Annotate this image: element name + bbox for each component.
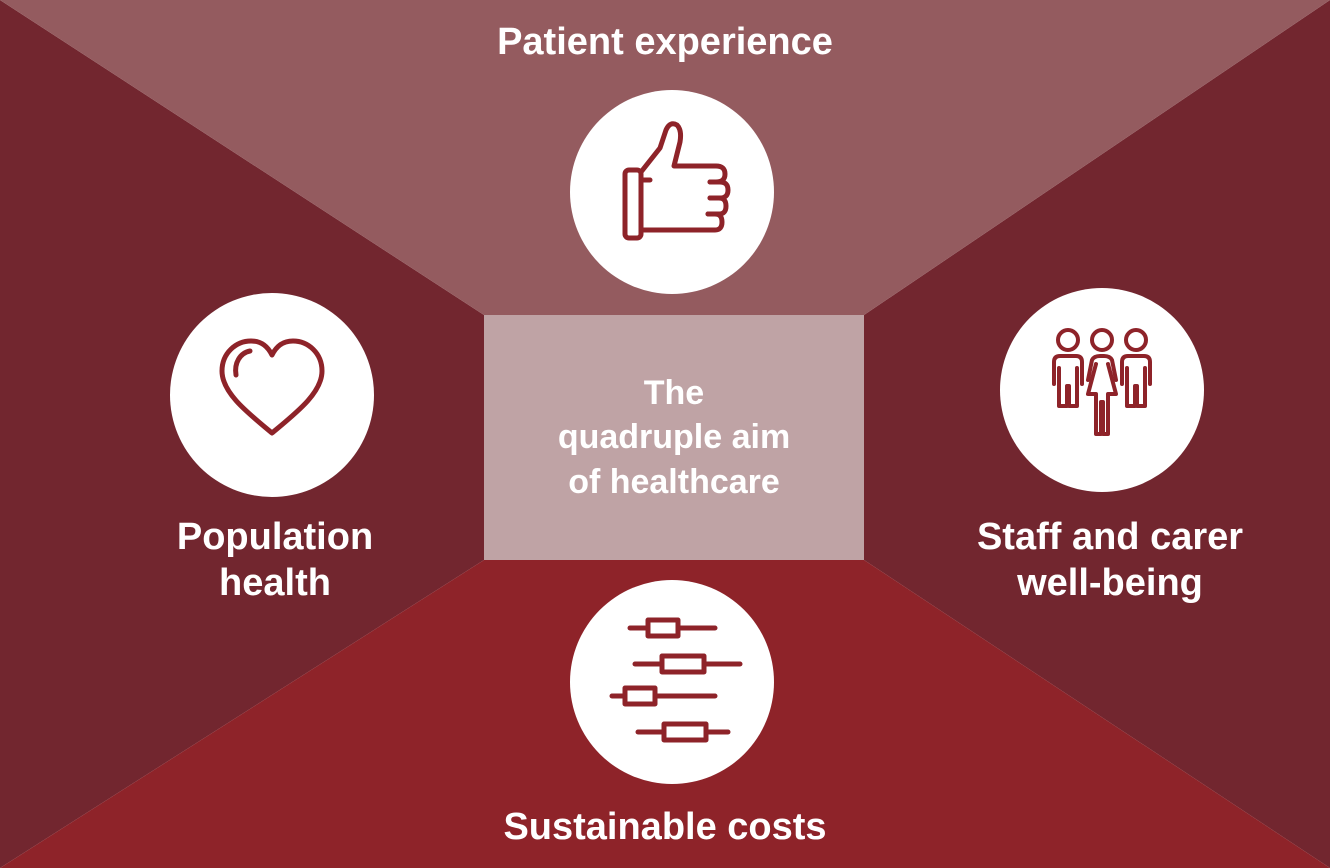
patient-experience-text: Patient experience	[497, 21, 833, 63]
sustainable-costs-text: Sustainable costs	[503, 806, 827, 848]
population-health-line-2: health	[219, 561, 331, 604]
thumbs-up-icon	[622, 121, 731, 241]
population-health-circle	[170, 293, 374, 497]
center-box: The quadruple aim of healthcare	[484, 315, 864, 560]
center-line-3: of healthcare	[568, 462, 780, 501]
center-line-2: quadruple aim	[557, 418, 791, 457]
patient-experience-label: Patient experience	[365, 20, 965, 66]
staff-wellbeing-label: Staff and carer well-being	[930, 515, 1290, 606]
staff-wellbeing-circle	[1000, 288, 1204, 492]
center-line-1: The	[643, 374, 705, 413]
center-title: The quadruple aim of healthcare	[558, 371, 790, 504]
population-health-label: Population health	[120, 515, 430, 606]
people-group-icon	[1052, 328, 1152, 436]
staff-wellbeing-line-2: well-being	[1017, 561, 1203, 604]
population-health-line-1: Population	[176, 516, 374, 558]
sustainable-costs-label: Sustainable costs	[365, 805, 965, 851]
staff-wellbeing-line-1: Staff and carer	[976, 516, 1244, 558]
sustainable-costs-circle	[570, 580, 774, 784]
patient-experience-circle	[570, 90, 774, 294]
gantt-chart-icon	[609, 617, 743, 743]
heart-icon	[219, 338, 325, 436]
